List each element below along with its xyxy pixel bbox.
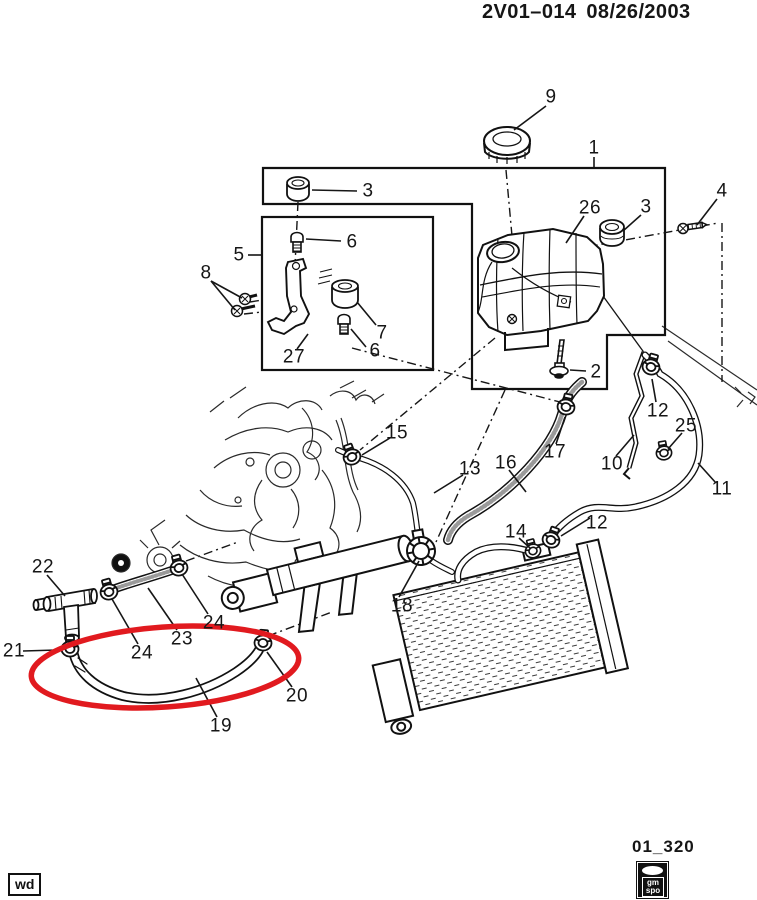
callout-3-bracket: 3 [362, 180, 374, 202]
callout-5: 5 [233, 244, 245, 266]
callout-27: 27 [282, 346, 306, 368]
box-part-5 [260, 215, 435, 372]
callout-24-left: 24 [130, 642, 154, 664]
callout-4: 4 [716, 180, 728, 202]
callout-18: 18 [390, 595, 414, 617]
callout-7: 7 [376, 322, 388, 344]
radiator [371, 538, 630, 735]
callout-23: 23 [170, 628, 194, 650]
callout-25: 25 [674, 415, 698, 437]
screws-8 [230, 292, 258, 318]
callout-21: 21 [2, 640, 26, 662]
detail-boxes [260, 166, 667, 391]
gm-spo-logo-ellipse [642, 866, 663, 875]
bracket-27 [266, 257, 333, 336]
callout-20: 20 [285, 685, 309, 707]
bolt-2 [549, 339, 569, 379]
highlight-ellipse [28, 623, 302, 711]
stud-6-lower [337, 313, 351, 335]
callout-8: 8 [200, 262, 212, 284]
callout-3-tank: 3 [640, 196, 652, 218]
screw-4 [677, 221, 708, 235]
bracket-10 [622, 351, 647, 480]
tee-fitting [32, 587, 98, 643]
callout-9: 9 [545, 86, 557, 108]
callout-12-lower: 12 [585, 512, 609, 534]
callout-14: 14 [504, 521, 528, 543]
body-panel-lines [661, 325, 757, 408]
callout-15: 15 [385, 422, 409, 444]
callout-6-upper: 6 [346, 231, 358, 253]
grommet-3-bracket [286, 176, 310, 202]
stud-6-upper [290, 231, 304, 253]
callout-26: 26 [578, 197, 602, 219]
callout-10: 10 [600, 453, 624, 475]
callout-11: 11 [711, 478, 733, 500]
callout-1: 1 [588, 137, 600, 159]
wd-badge: wd [8, 873, 42, 896]
callout-22: 22 [31, 556, 55, 578]
drawing-number: 2V01–014 [482, 1, 577, 23]
reservoir-cap [483, 126, 531, 164]
callout-17: 17 [543, 441, 567, 463]
drawing-date: 08/26/2003 [586, 1, 691, 23]
callout-13: 13 [458, 458, 482, 480]
callout-24-right: 24 [202, 612, 226, 634]
box-part-1 [261, 166, 667, 391]
callout-2: 2 [590, 361, 602, 383]
callout-12-upper: 12 [646, 400, 670, 422]
callout-16: 16 [494, 452, 518, 474]
bushing-7 [331, 279, 359, 309]
gm-spo-logo: gm spo [636, 861, 669, 899]
rail-assembly [220, 534, 415, 634]
gm-spo-logo-text: gm spo [642, 877, 664, 897]
callout-19: 19 [209, 715, 233, 737]
small-parts [230, 126, 708, 379]
coolant-reservoir-26 [477, 227, 606, 352]
drawing-header: 2V01–014 08/26/2003 [482, 1, 691, 24]
callout-6-lower: 6 [369, 340, 381, 362]
gm-spo-logo-inner: gm spo [638, 863, 667, 897]
leader-lines [22, 105, 718, 718]
figure-id: 01_320 [632, 837, 695, 856]
grommet-3-tank [599, 219, 625, 247]
